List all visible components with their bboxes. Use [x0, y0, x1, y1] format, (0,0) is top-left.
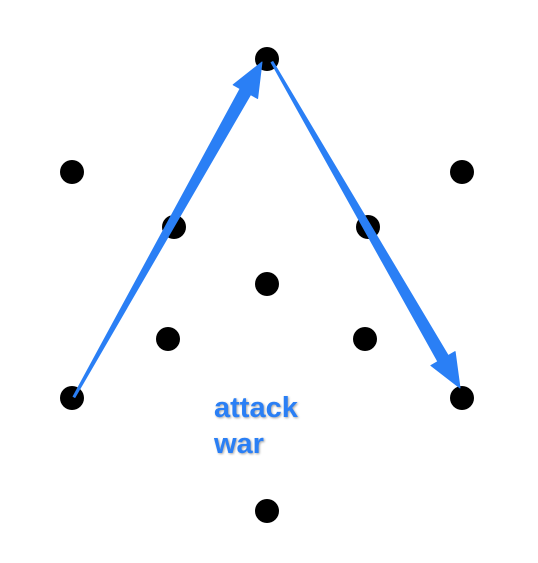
arrow-group [72, 61, 461, 398]
dot-3 [450, 160, 474, 184]
dot-10 [450, 386, 474, 410]
arrow-down [270, 61, 461, 389]
dot-group [60, 47, 474, 523]
dot-11 [255, 499, 279, 523]
dot-7 [156, 327, 180, 351]
dot-2 [60, 160, 84, 184]
dot-8 [353, 327, 377, 351]
dot-6 [255, 272, 279, 296]
label-war: war [214, 428, 264, 460]
dot-9 [60, 386, 84, 410]
arrow-up [72, 61, 263, 398]
label-attack: attack [214, 392, 298, 424]
